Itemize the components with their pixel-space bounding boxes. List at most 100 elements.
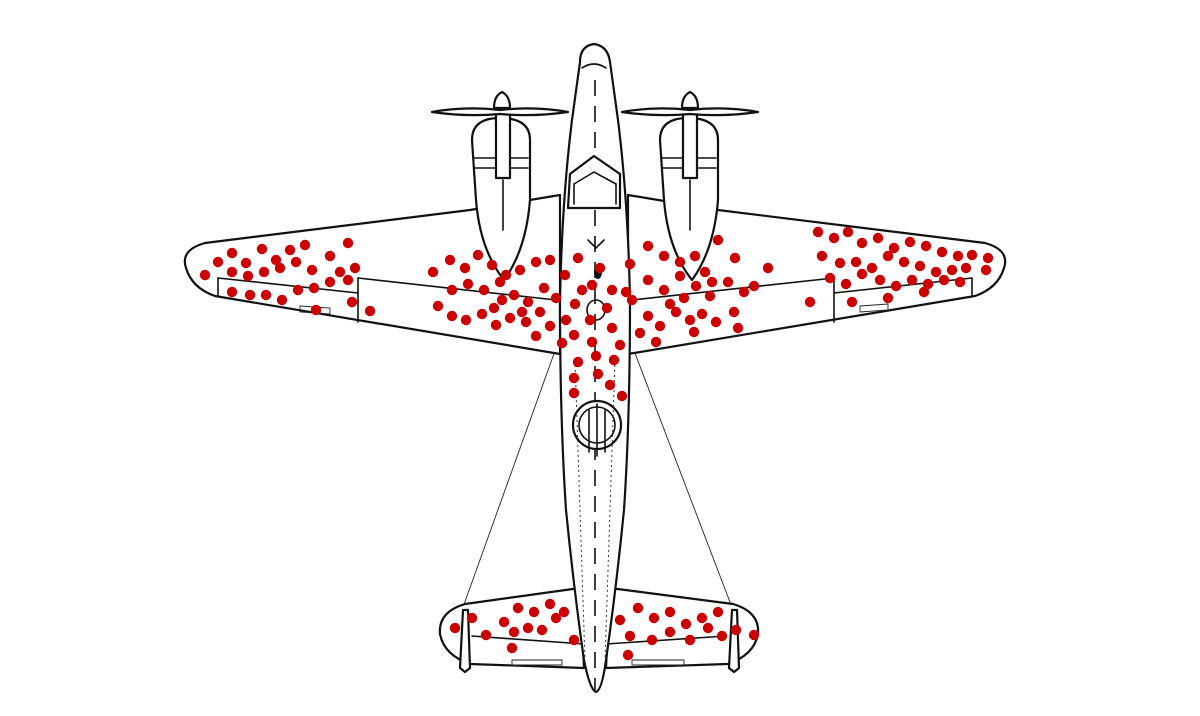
damage-dot-icon: [466, 612, 478, 624]
damage-dot-icon: [324, 250, 336, 262]
damage-dot-icon: [696, 612, 708, 624]
damage-dot-icon: [449, 622, 461, 634]
damage-dot-icon: [500, 269, 512, 281]
damage-dot-icon: [462, 278, 474, 290]
damage-dot-icon: [427, 266, 439, 278]
damage-dot-icon: [568, 387, 580, 399]
damage-dot-icon: [308, 282, 320, 294]
damage-dot-icon: [590, 350, 602, 362]
damage-dot-icon: [728, 306, 740, 318]
damage-dot-icon: [550, 612, 562, 624]
damage-dot-icon: [586, 279, 598, 291]
damage-dot-icon: [560, 314, 572, 326]
damage-dot-icon: [729, 252, 741, 264]
damage-dot-icon: [270, 254, 282, 266]
damage-dot-icon: [544, 254, 556, 266]
damage-dot-icon: [274, 262, 286, 274]
damage-dot-icon: [349, 262, 361, 274]
damage-dot-icon: [850, 256, 862, 268]
damage-dot-icon: [634, 327, 646, 339]
damage-dot-icon: [664, 298, 676, 310]
damage-dot-icon: [680, 618, 692, 630]
damage-dot-icon: [960, 262, 972, 274]
damage-dot-icon: [658, 284, 670, 296]
damage-dot-icon: [642, 310, 654, 322]
damage-dot-icon: [966, 249, 978, 261]
damage-dot-icon: [722, 276, 734, 288]
damage-dot-icon: [212, 256, 224, 268]
damage-dot-icon: [324, 276, 336, 288]
damage-dot-icon: [568, 634, 580, 646]
damage-dot-icon: [604, 379, 616, 391]
damage-dot-icon: [690, 280, 702, 292]
damage-dot-icon: [310, 304, 322, 316]
damage-dot-icon: [616, 390, 628, 402]
damage-dot-icon: [446, 284, 458, 296]
damage-dot-icon: [244, 289, 256, 301]
damage-dot-icon: [276, 294, 288, 306]
damage-dot-icon: [748, 629, 760, 641]
damage-dot-icon: [544, 320, 556, 332]
damage-dot-icon: [906, 274, 918, 286]
damage-dot-icon: [842, 226, 854, 238]
damage-dot-icon: [710, 316, 722, 328]
damage-dot-icon: [486, 259, 498, 271]
damage-dot-icon: [650, 336, 662, 348]
damage-dot-icon: [834, 257, 846, 269]
damage-dot-icon: [898, 256, 910, 268]
damage-dot-icon: [702, 622, 714, 634]
damage-dot-icon: [516, 306, 528, 318]
damage-dot-icon: [476, 308, 488, 320]
damage-dot-icon: [568, 329, 580, 341]
damage-dot-icon: [804, 296, 816, 308]
damage-dot-icon: [284, 244, 296, 256]
damage-dot-icon: [460, 314, 472, 326]
damage-dot-icon: [856, 268, 868, 280]
damage-dot-icon: [828, 232, 840, 244]
damage-dot-icon: [938, 274, 950, 286]
damage-dot-icon: [199, 269, 211, 281]
damage-dot-icon: [504, 312, 516, 324]
damage-dot-icon: [982, 252, 994, 264]
damage-dot-icon: [946, 264, 958, 276]
damage-dot-icon: [674, 256, 686, 268]
damage-dot-icon: [620, 286, 632, 298]
damage-dot-icon: [632, 602, 644, 614]
damage-dot-icon: [260, 289, 272, 301]
damage-dot-icon: [569, 298, 581, 310]
damage-dot-icon: [904, 236, 916, 248]
damage-dot-icon: [730, 624, 742, 636]
damage-dot-icon: [882, 250, 894, 262]
damage-dot-icon: [556, 337, 568, 349]
damage-dot-icon: [530, 256, 542, 268]
damage-dot-icon: [816, 250, 828, 262]
damage-dot-icon: [648, 612, 660, 624]
damage-dot-icon: [914, 260, 926, 272]
damage-dot-icon: [614, 339, 626, 351]
damage-dot-icon: [684, 634, 696, 646]
damage-dot-icon: [696, 308, 708, 320]
damage-dot-icon: [364, 305, 376, 317]
damage-dot-icon: [689, 250, 701, 262]
damage-dot-icon: [544, 598, 556, 610]
damage-dot-icon: [240, 257, 252, 269]
damage-dot-icon: [572, 252, 584, 264]
damage-dot-icon: [472, 249, 484, 261]
damage-dot-icon: [514, 264, 526, 276]
damage-dot-icon: [558, 606, 570, 618]
damage-dot-icon: [520, 316, 532, 328]
damage-dot-icon: [530, 330, 542, 342]
damage-dot-icon: [748, 280, 760, 292]
damage-dot-icon: [716, 630, 728, 642]
bracing-lines: [461, 347, 734, 611]
damage-markers: [199, 226, 994, 661]
damage-dot-icon: [642, 274, 654, 286]
damage-dot-icon: [936, 246, 948, 258]
damage-dot-icon: [290, 256, 302, 268]
damage-dot-icon: [508, 289, 520, 301]
right-propeller-icon: [620, 90, 760, 117]
damage-dot-icon: [699, 266, 711, 278]
damage-dot-icon: [732, 322, 744, 334]
damage-dot-icon: [654, 320, 666, 332]
damage-dot-icon: [674, 270, 686, 282]
